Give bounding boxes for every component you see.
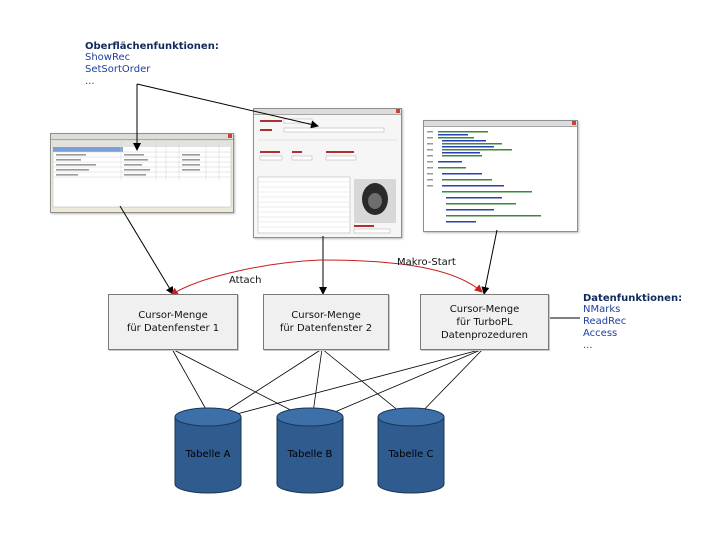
data-function-readrec: ReadRec xyxy=(583,316,627,327)
code-editor-thumbnail xyxy=(424,127,577,231)
surface-function-showrec: ShowRec xyxy=(85,52,131,63)
surface-functions-title: Oberflächenfunktionen: xyxy=(85,41,219,52)
data-function-nmarks: NMarks xyxy=(583,304,621,315)
cursor-set-datenfenster-1: Cursor-Menge für Datenfenster 1 xyxy=(108,294,238,350)
makro-start-label: Makro-Start xyxy=(397,257,456,268)
table-grid-thumbnail xyxy=(52,140,232,208)
cursor-set-datenfenster-2: Cursor-Menge für Datenfenster 2 xyxy=(263,294,389,350)
cursor-set-1-line-1: Cursor-Menge xyxy=(138,310,208,321)
table-c-drum xyxy=(377,407,445,494)
surface-function-ellipsis: ... xyxy=(85,76,95,87)
data-functions-title: Datenfunktionen: xyxy=(583,293,683,304)
surface-function-setsortorder: SetSortOrder xyxy=(85,64,151,75)
turbopl-editor-screenshot xyxy=(423,120,578,232)
data-function-access: Access xyxy=(583,328,618,339)
window-to-cursor-arrows xyxy=(119,205,498,295)
data-functions-group: Datenfunktionen: NMarks ReadRec Access .… xyxy=(583,293,682,352)
data-function-ellipsis: ... xyxy=(583,340,593,351)
cursor-set-3-line-2: für TurboPL xyxy=(456,316,513,328)
table-a-label: Tabelle A xyxy=(185,449,231,460)
cursor-set-1-line-2: für Datenfenster 1 xyxy=(126,323,220,334)
table-c-label: Tabelle C xyxy=(388,449,434,460)
table-a-drum xyxy=(174,407,242,494)
surface-functions-group: Oberflächenfunktionen: ShowRec SetSortOr… xyxy=(85,41,219,88)
table-b-label: Tabelle B xyxy=(287,449,333,460)
attach-label: Attach xyxy=(229,275,262,286)
cursor-set-turbopl: Cursor-Menge für TurboPL Datenprozeduren xyxy=(420,294,549,350)
datenfenster-1-screenshot xyxy=(50,133,234,213)
red-arcs xyxy=(170,259,483,296)
surface-function-connectors xyxy=(133,83,319,151)
cursor-set-2-line-2: für Datenfenster 2 xyxy=(279,323,373,334)
cursor-set-3-line-3: Datenprozeduren xyxy=(440,329,529,341)
cursor-set-3-line-1: Cursor-Menge xyxy=(449,303,520,315)
cursor-set-2-line-1: Cursor-Menge xyxy=(291,310,361,321)
table-b-drum xyxy=(276,407,344,494)
